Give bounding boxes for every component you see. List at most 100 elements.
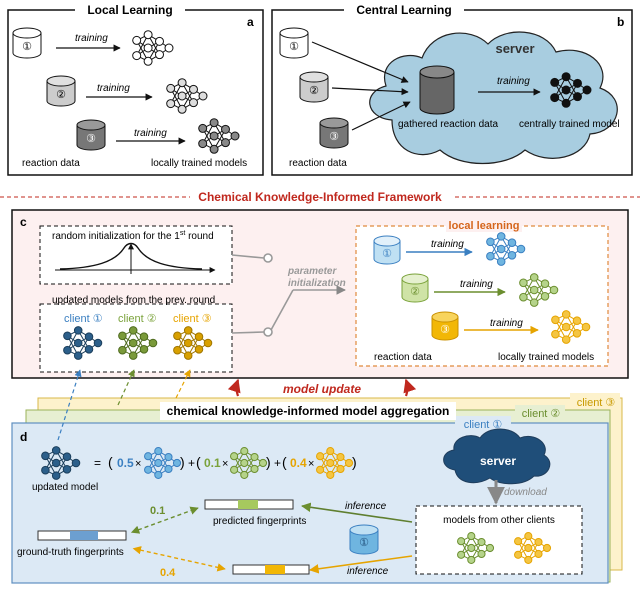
neural-net-icon — [198, 118, 240, 154]
svg-text:client ③: client ③ — [173, 313, 212, 325]
gathered-database-icon — [419, 65, 455, 115]
svg-text:(: ( — [196, 454, 201, 470]
ground-truth-fingerprint-bar — [37, 530, 127, 541]
svg-text:initialization: initialization — [288, 278, 346, 289]
svg-text:0.1: 0.1 — [204, 456, 221, 470]
svg-text:0.5: 0.5 — [117, 456, 134, 470]
panel-b: Central Learning b server ① ② ③ training — [271, 2, 633, 176]
svg-text:training: training — [497, 76, 530, 87]
client-2-tab-label: client ② — [522, 408, 561, 420]
svg-text:0.1: 0.1 — [150, 505, 165, 517]
neural-net-icon — [118, 326, 158, 360]
database-icon: ① — [373, 235, 401, 265]
svg-text:×: × — [135, 458, 141, 470]
svg-text:gathered reaction data: gathered reaction data — [398, 119, 499, 130]
svg-text:0.4: 0.4 — [290, 456, 307, 470]
svg-text:②: ② — [410, 286, 420, 298]
database-icon: ① — [349, 524, 379, 555]
svg-text:server: server — [480, 454, 516, 468]
panel-b-title: Central Learning — [356, 3, 451, 17]
database-icon: ① — [279, 27, 309, 59]
neural-net-icon — [486, 232, 526, 266]
panel-d-stack: client ③ client ② client ① chemical know… — [11, 393, 623, 584]
svg-text:(: ( — [108, 454, 113, 470]
neural-net-icon — [551, 310, 591, 344]
svg-text:training: training — [490, 318, 523, 329]
svg-text:inference: inference — [347, 566, 389, 577]
client-3-tab-label: client ③ — [577, 397, 616, 409]
aggregation-title: chemical knowledge-informed model aggreg… — [167, 404, 450, 418]
svg-text:predicted fingerprints: predicted fingerprints — [213, 516, 306, 527]
svg-text:③: ③ — [440, 324, 450, 336]
neural-net-icon — [132, 30, 174, 66]
svg-text:server: server — [495, 41, 534, 56]
server-cloud — [369, 31, 618, 165]
client-1-tab-label: client ① — [464, 419, 503, 431]
panel-b-letter: b — [617, 15, 624, 29]
neural-net-icon — [550, 72, 592, 108]
svg-text:local learning: local learning — [449, 220, 520, 232]
svg-text:centrally trained model: centrally trained model — [519, 119, 620, 130]
tab-client-2 — [515, 405, 565, 420]
model-update-label: model update — [283, 382, 361, 396]
panel-a: Local Learning a ① ② ③ training training… — [7, 2, 264, 176]
svg-text:updated models from the prev.: updated models from the prev. round — [52, 295, 215, 306]
svg-text:locally trained models: locally trained models — [498, 352, 594, 363]
svg-text:①: ① — [359, 537, 369, 549]
svg-text:ground-truth fingerprints: ground-truth fingerprints — [17, 547, 124, 558]
panel-c: c random initialization for the 1st roun… — [11, 209, 629, 379]
updated-model-icon — [41, 446, 81, 480]
predicted-fingerprint-bar-2 — [232, 564, 310, 575]
svg-text:(: ( — [282, 454, 287, 470]
svg-text:reaction data: reaction data — [22, 158, 80, 169]
svg-text:download: download — [504, 487, 547, 498]
neural-net-icon — [457, 532, 495, 564]
svg-text:): ) — [266, 454, 271, 470]
svg-text:①: ① — [289, 41, 299, 53]
neural-net-icon — [230, 447, 268, 479]
svg-text:①: ① — [22, 41, 32, 53]
svg-text:+: + — [274, 456, 281, 470]
database-icon: ③ — [319, 117, 349, 149]
panel-a-letter: a — [247, 15, 254, 29]
database-icon: ① — [12, 27, 42, 59]
neural-net-icon — [63, 326, 103, 360]
neural-net-icon — [173, 326, 213, 360]
switch-node — [263, 253, 273, 263]
other-models-box — [415, 505, 583, 575]
database-icon: ② — [299, 71, 329, 103]
svg-text:②: ② — [309, 85, 319, 97]
neural-net-icon — [144, 447, 182, 479]
switch-node — [263, 327, 273, 337]
svg-text:③: ③ — [329, 131, 339, 143]
svg-text:models from other clients: models from other clients — [443, 515, 555, 526]
svg-text:training: training — [97, 83, 130, 94]
svg-text:+: + — [188, 456, 195, 470]
tab-client-1 — [455, 416, 511, 431]
database-icon: ③ — [76, 119, 106, 151]
svg-text:): ) — [180, 454, 185, 470]
svg-text:): ) — [352, 454, 357, 470]
panel-c-letter: c — [20, 215, 27, 229]
neural-net-icon — [519, 273, 559, 307]
svg-text:random initialization for the: random initialization for the 1st round — [52, 230, 214, 242]
neural-net-icon — [316, 447, 354, 479]
svg-text:③: ③ — [86, 133, 96, 145]
svg-text:training: training — [431, 239, 464, 250]
gaussian-curve — [59, 242, 203, 270]
svg-text:client ①: client ① — [64, 313, 103, 325]
svg-text:training: training — [460, 279, 493, 290]
database-icon: ③ — [431, 311, 459, 341]
svg-text:×: × — [308, 458, 314, 470]
database-icon: ② — [401, 273, 429, 303]
svg-text:training: training — [75, 33, 108, 44]
neural-net-icon — [514, 532, 552, 564]
tab-client-3 — [570, 393, 620, 408]
panel-d-letter: d — [20, 430, 27, 444]
database-icon: ② — [46, 75, 76, 107]
svg-text:0.4: 0.4 — [160, 567, 176, 579]
predicted-fingerprint-bar — [204, 499, 294, 510]
svg-text:client ②: client ② — [118, 313, 157, 325]
panel-a-title: Local Learning — [87, 3, 172, 17]
svg-text:locally trained models: locally trained models — [151, 158, 247, 169]
